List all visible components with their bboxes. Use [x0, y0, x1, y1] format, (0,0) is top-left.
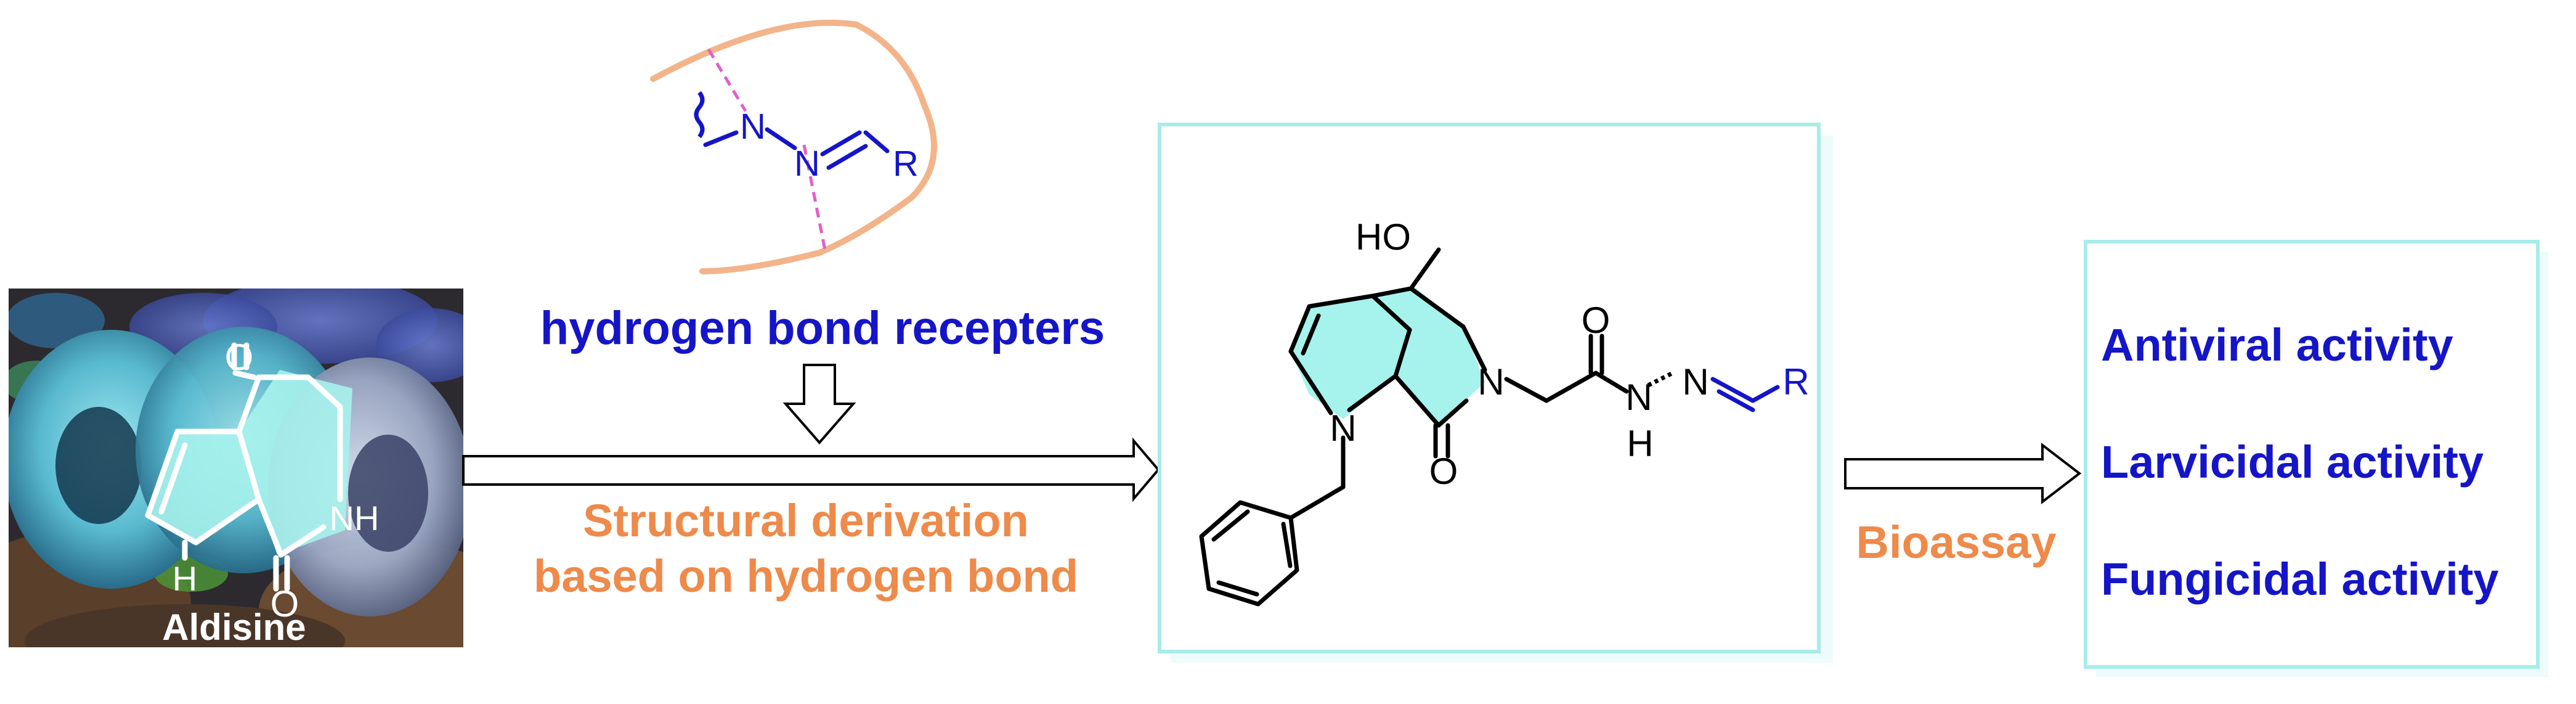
atom-nh-h: H: [1627, 423, 1653, 464]
aldisine-o-bottom: O: [270, 583, 299, 624]
down-arrow: [782, 364, 856, 445]
main-arrow: [462, 437, 1160, 502]
target-molecule: HO N N O O N H N R: [1199, 216, 1810, 607]
hbond-receptors-label: hydrogen bond recepters: [540, 302, 1105, 354]
receptor-n1: N: [740, 107, 766, 147]
receptor-pocket: N N R: [650, 19, 937, 274]
aldisine-photo: O O NH H Aldisine: [9, 289, 463, 648]
atom-n-ring: N: [1477, 361, 1504, 403]
compound-box: [1158, 123, 1833, 663]
atom-o-amide: O: [1582, 300, 1611, 341]
aldisine-nh-right: NH: [330, 499, 380, 538]
atom-o-lactam: O: [1429, 451, 1458, 492]
atom-ho: HO: [1355, 216, 1411, 258]
aldisine-o-top: O: [225, 337, 254, 378]
hbond-dash-2: [802, 144, 827, 253]
activity-fungicidal: Fungicidal activity: [2101, 554, 2499, 605]
aldisine-structure: O O NH H: [145, 337, 380, 624]
atom-r: R: [1782, 361, 1809, 403]
wavy-bond-icon: [694, 91, 705, 139]
aldisine-nh-left: H: [173, 559, 197, 598]
atom-nh-n: N: [1625, 377, 1652, 418]
receptor-n2: N: [794, 144, 820, 184]
atom-n-imine: N: [1682, 361, 1709, 403]
activity-antiviral: Antiviral activity: [2101, 319, 2453, 370]
activity-box: [2084, 240, 2548, 677]
hbond-dash-1: [707, 48, 747, 112]
bioassay-arrow: [1844, 442, 2082, 505]
activity-larvicidal: Larvicidal activity: [2101, 436, 2484, 488]
bioassay-label: Bioassay: [1856, 517, 2057, 568]
derivation-label-2: based on hydrogen bond: [534, 551, 1078, 602]
receptor-r: R: [893, 144, 919, 184]
atom-n-pyrrole: N: [1330, 407, 1356, 449]
aldisine-label: Aldisine: [162, 607, 306, 648]
derivation-label-1: Structural derivation: [583, 495, 1029, 546]
